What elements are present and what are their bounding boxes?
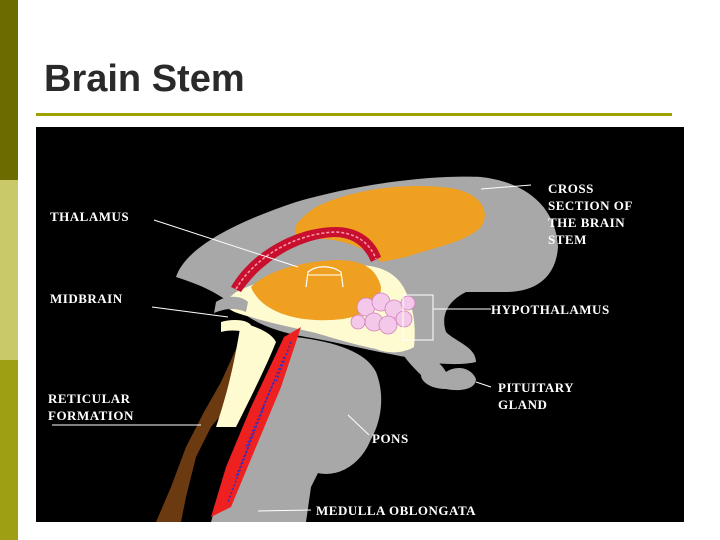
reticular-formation-band xyxy=(211,327,301,517)
hypothalamus-cluster xyxy=(350,292,416,335)
label-thalamus: THALAMUS xyxy=(50,209,129,224)
label-pons: PONS xyxy=(372,431,409,446)
sidebar-band-middle xyxy=(0,180,18,360)
orange-ventricle-upper xyxy=(294,186,485,262)
label-cross-section-line4: STEM xyxy=(548,232,587,247)
label-medulla-oblongata: MEDULLA OBLONGATA xyxy=(316,503,476,518)
label-hypothalamus: HYPOTHALAMUS xyxy=(491,302,610,317)
label-pituitary-line1: PITUITARY xyxy=(498,380,574,395)
slide-title: Brain Stem xyxy=(44,58,245,100)
cream-stem-strip xyxy=(216,322,276,427)
reticular-blue-fibers xyxy=(227,341,292,503)
label-cross-section-line1: CROSS xyxy=(548,181,594,196)
brain-stem-diagram: THALAMUS MIDBRAIN RETICULAR FORMATION CR… xyxy=(36,127,684,522)
sidebar-band-top xyxy=(0,0,18,180)
orange-thalamus-mass xyxy=(251,260,381,321)
red-arc xyxy=(231,227,381,292)
label-reticular-line1: RETICULAR xyxy=(48,391,131,406)
label-pituitary-line2: GLAND xyxy=(498,397,547,412)
diagram-canvas: THALAMUS MIDBRAIN RETICULAR FORMATION CR… xyxy=(48,176,633,522)
pituitary-stalk xyxy=(401,342,476,391)
title-underline xyxy=(36,113,672,116)
label-reticular-line2: FORMATION xyxy=(48,408,134,423)
red-arc-stripes xyxy=(235,231,377,290)
leader-lines xyxy=(52,184,532,512)
midbrain-gray-bits xyxy=(214,296,248,313)
sidebar-band-bottom xyxy=(0,360,18,540)
label-midbrain: MIDBRAIN xyxy=(50,291,123,306)
label-cross-section-line3: THE BRAIN xyxy=(548,215,625,230)
hypothalamus-box xyxy=(402,294,434,341)
label-cross-section-line2: SECTION OF xyxy=(548,198,633,213)
thalamus-arch xyxy=(305,266,344,288)
midbrain-cream-bits xyxy=(221,320,251,332)
pons-bulge xyxy=(276,350,376,474)
